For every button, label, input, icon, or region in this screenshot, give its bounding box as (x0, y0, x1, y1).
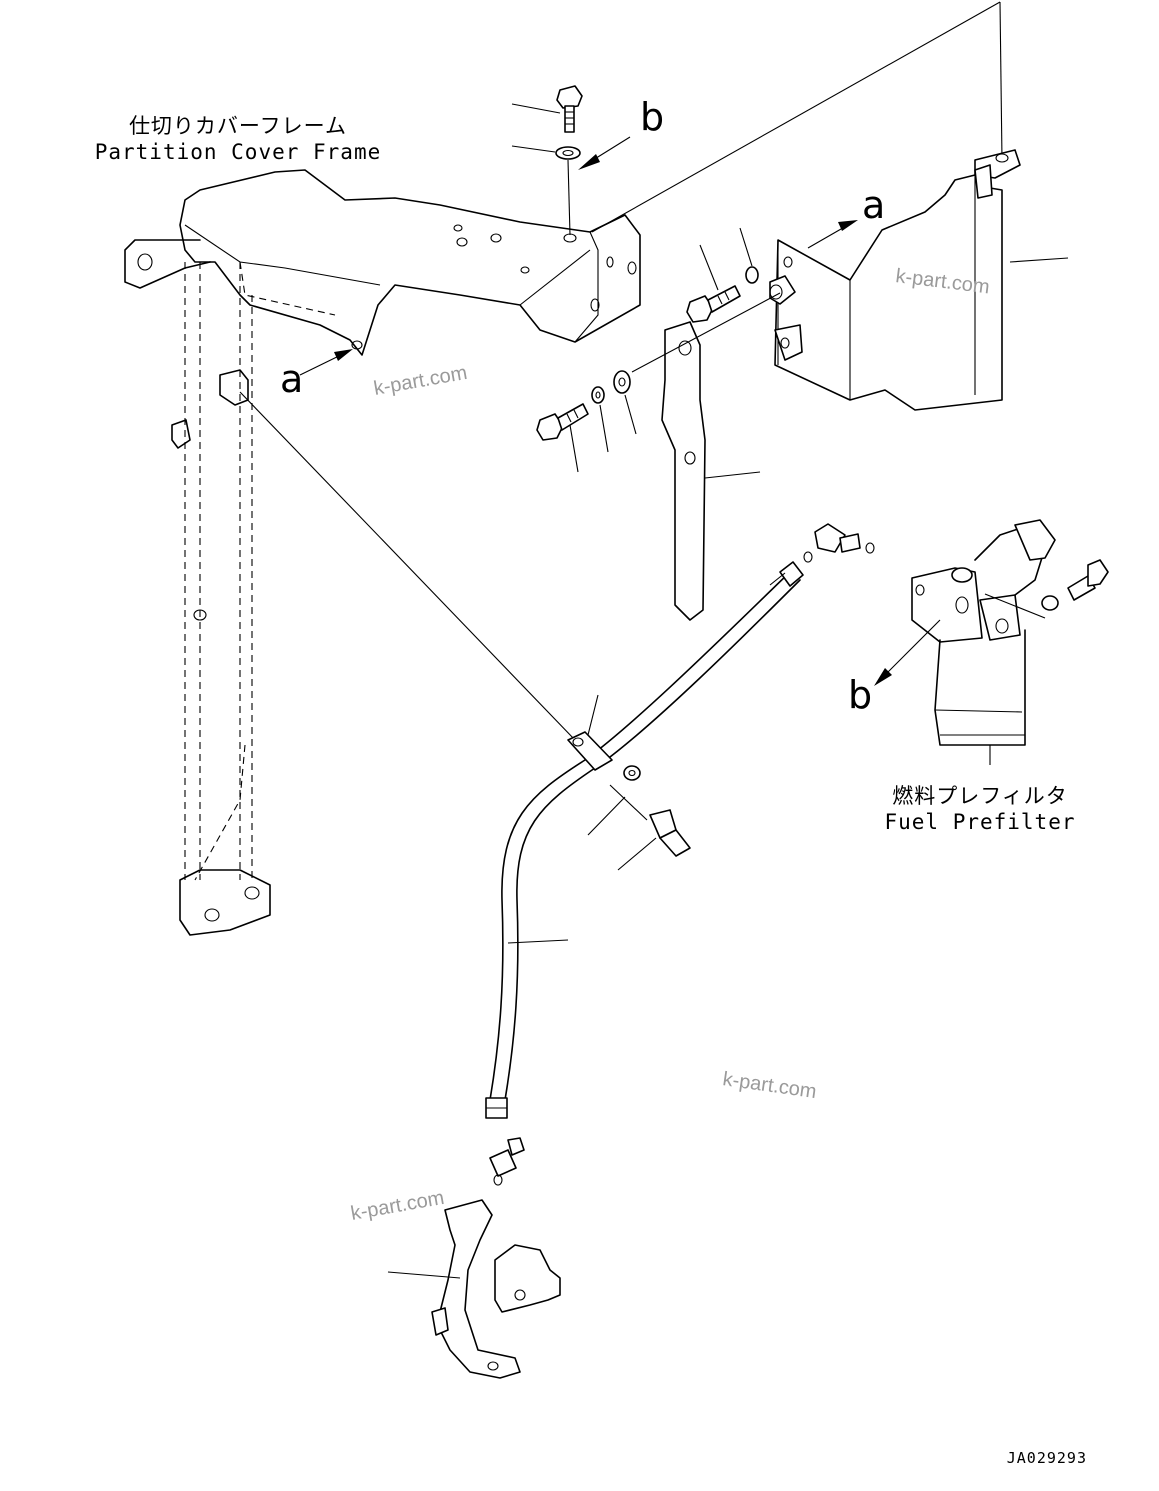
reference-letter-a-right: a (862, 183, 885, 227)
partition-cover-frame-label-en: Partition Cover Frame (95, 140, 382, 164)
partition-cover-frame (124, 169, 641, 936)
arrow-a-right (807, 220, 858, 249)
leader-line-diagonal (591, 1, 1001, 233)
fuel-hose (485, 561, 804, 1119)
fuel-prefilter-label-en: Fuel Prefilter (884, 810, 1075, 834)
hose-clamp (567, 694, 691, 871)
lower-bracket (387, 1199, 561, 1379)
fuel-filter-cover (774, 149, 1069, 411)
lower-fitting (489, 1137, 525, 1186)
leader-line-clamp (239, 391, 576, 741)
fuel-prefilter-label-jp: 燃料プレフィルタ (892, 784, 1068, 808)
elbow-fitting (803, 523, 875, 563)
drawing-code: JA029293 (1007, 1449, 1087, 1467)
reference-letter-a-left: a (280, 357, 303, 401)
arrow-a-left (299, 349, 353, 376)
reference-letter-b-top: b (640, 95, 664, 139)
watermark-2: k-part.com (372, 362, 469, 400)
cover-bolt-set (686, 227, 796, 323)
top-bolt-and-washer (511, 85, 583, 236)
leader-line-plate (631, 292, 781, 373)
plate-bolt-set (536, 370, 637, 473)
mounting-plate (661, 321, 761, 621)
fuel-prefilter (911, 519, 1109, 765)
watermark-3: k-part.com (721, 1068, 818, 1103)
partition-cover-frame-label-jp: 仕切りカバーフレーム (129, 114, 347, 138)
leader-line-top-right (999, 1, 1003, 161)
watermark-1: k-part.com (894, 265, 990, 298)
arrow-b-top (578, 136, 631, 170)
reference-letter-b-bottom: b (848, 673, 872, 717)
arrow-b-bottom (874, 619, 941, 686)
watermark-4: k-part.com (349, 1187, 446, 1225)
